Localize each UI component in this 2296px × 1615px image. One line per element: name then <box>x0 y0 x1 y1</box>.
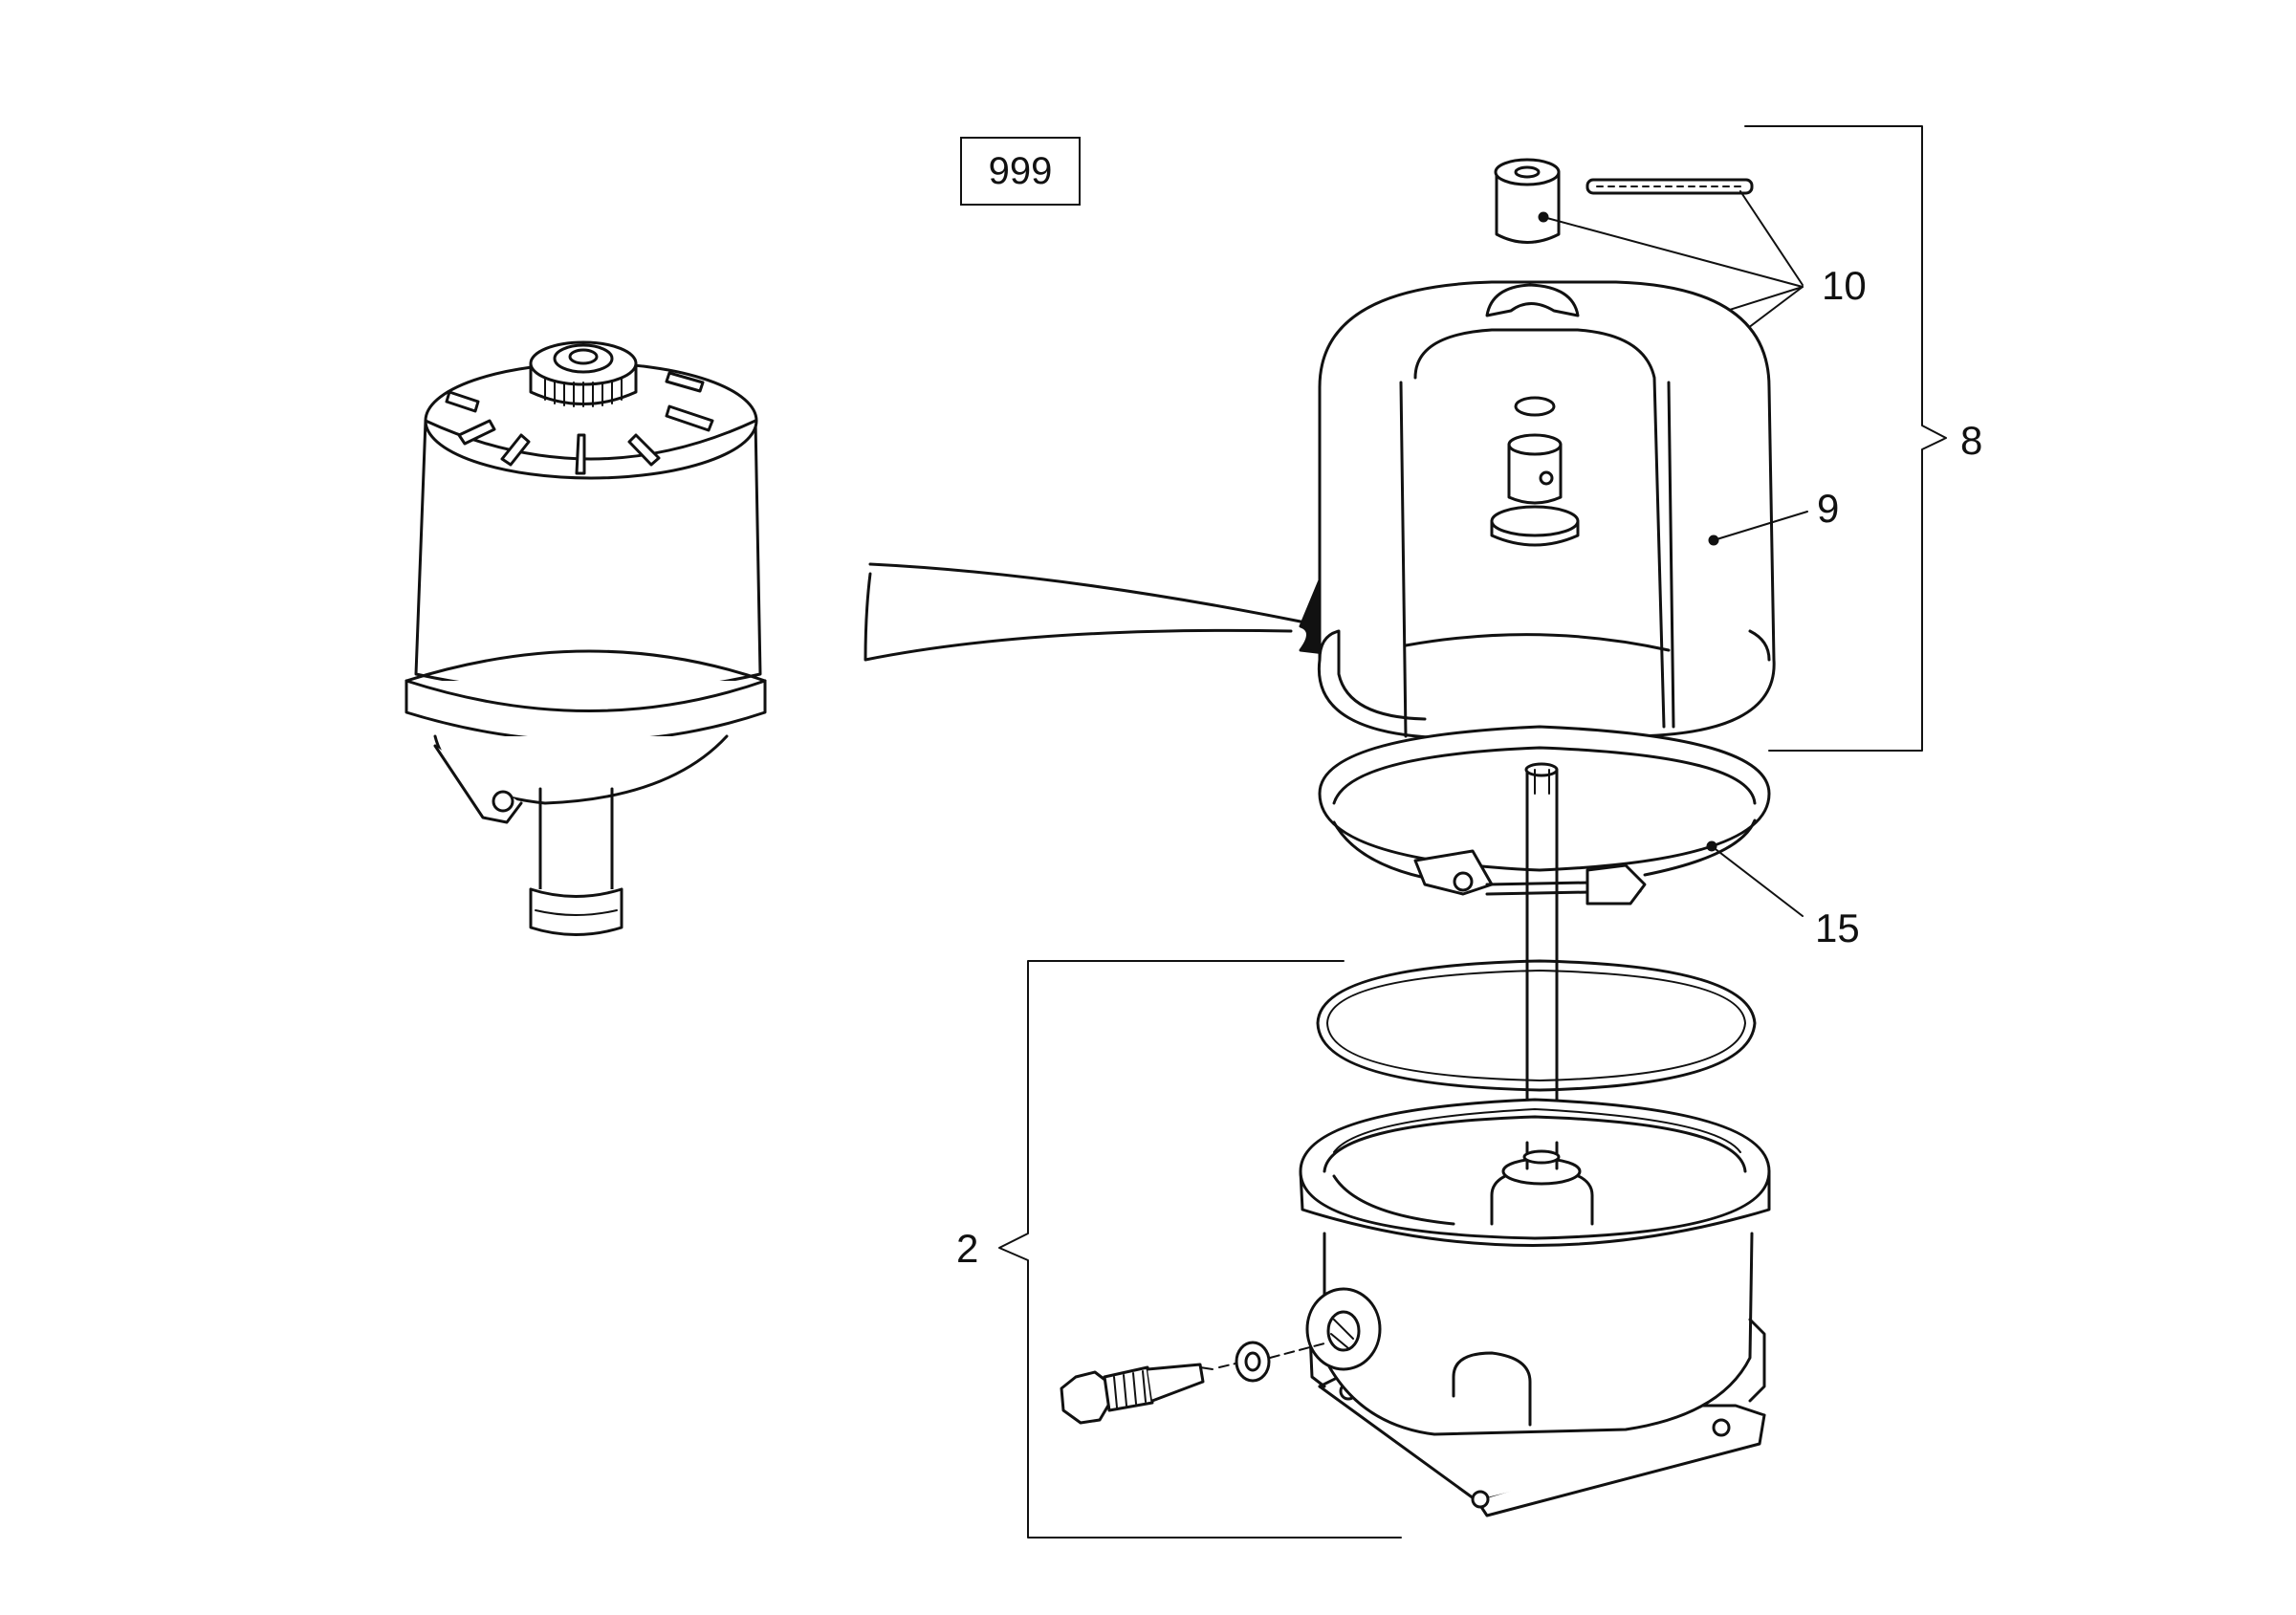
drain-plug-and-washer <box>1060 1341 1325 1425</box>
callout-15: 15 <box>1815 906 1860 950</box>
callout-2: 2 <box>956 1226 979 1271</box>
bracket-2 <box>998 960 1402 1539</box>
o-ring-gasket <box>1316 959 1757 1092</box>
cover-bowl <box>1317 280 1776 740</box>
reference-number-box: 999 <box>960 137 1081 206</box>
assembled-filter-illustration <box>405 340 767 936</box>
callout-8: 8 <box>1960 418 1983 463</box>
leader-line-9 <box>1713 511 1808 541</box>
bracket-8 <box>1744 125 1947 752</box>
base-housing <box>1299 1098 1771 1517</box>
callout-9: 9 <box>1817 486 1840 531</box>
leader-line-15 <box>1711 845 1804 917</box>
callout-10: 10 <box>1822 263 1867 308</box>
clamp-band <box>1318 725 1771 906</box>
sleeve-and-pin-parts <box>1494 158 1754 244</box>
